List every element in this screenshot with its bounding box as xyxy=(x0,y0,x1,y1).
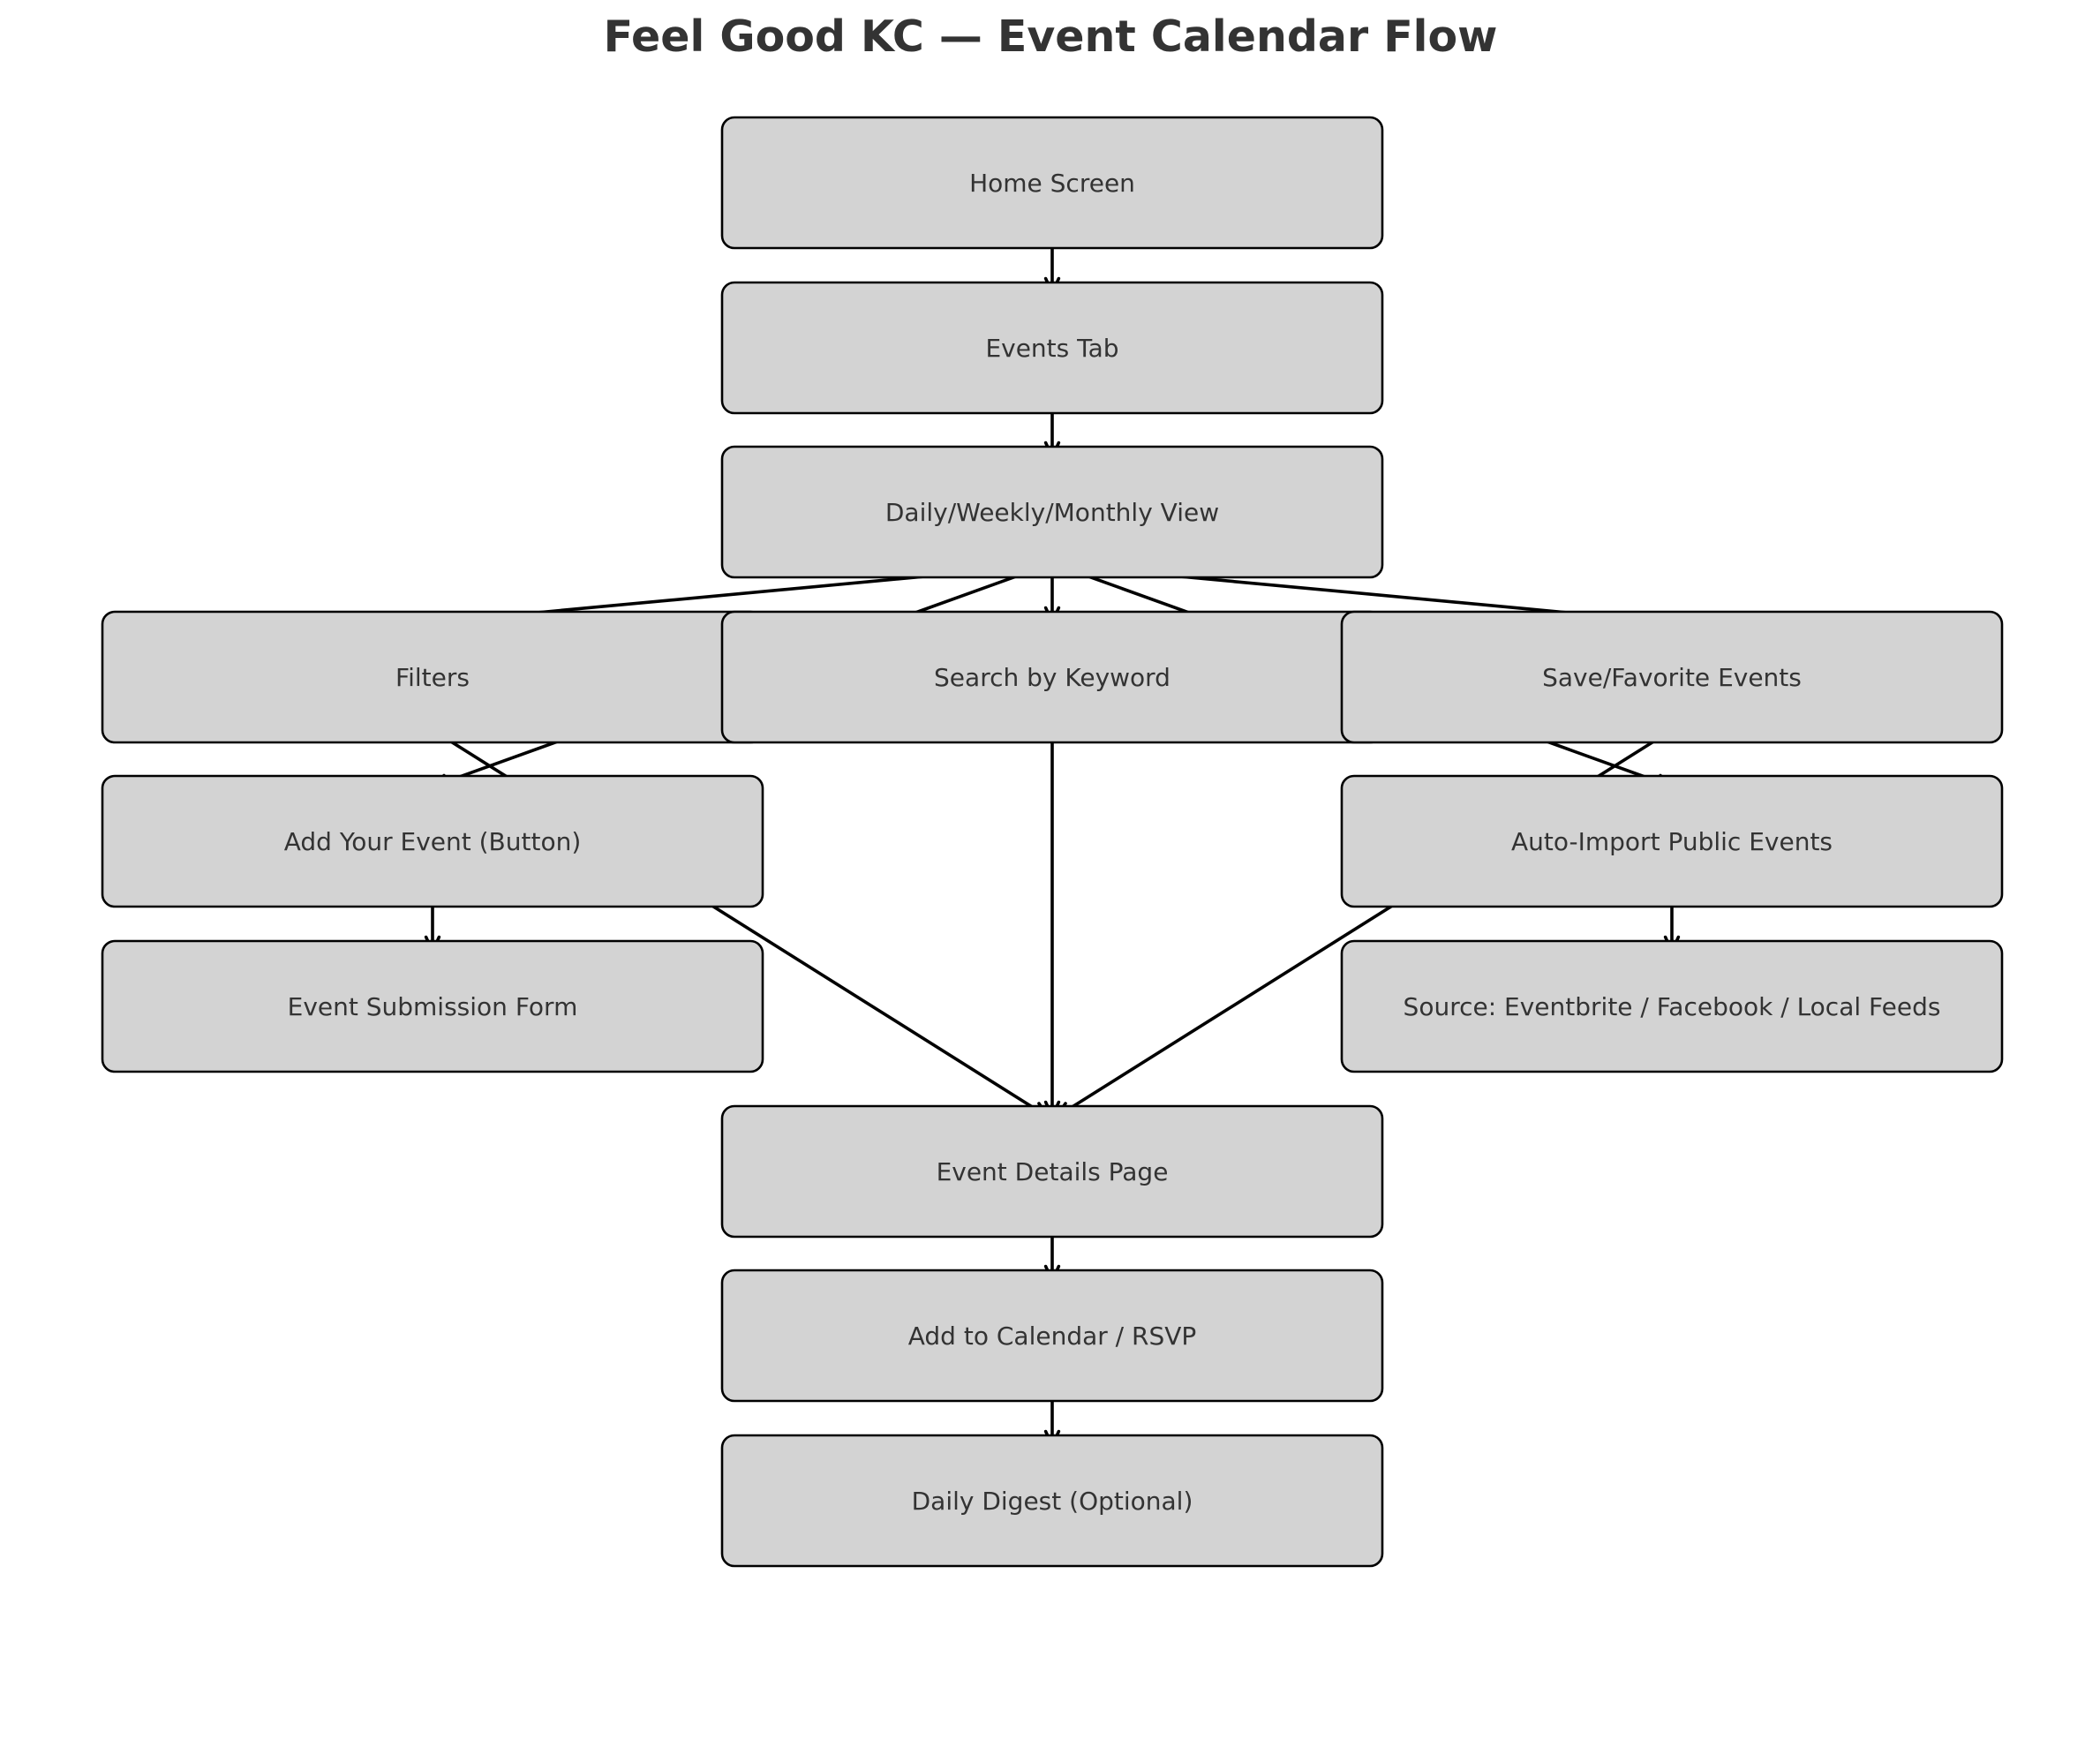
node-home: Home Screen xyxy=(720,116,1384,250)
node-label: Events Tab xyxy=(985,334,1118,363)
node-search: Search by Keyword xyxy=(720,610,1384,744)
node-box xyxy=(1340,610,2004,744)
node-details: Event Details Page xyxy=(720,1104,1384,1239)
node-box xyxy=(1340,774,2004,908)
node-label: Search by Keyword xyxy=(934,663,1170,692)
node-box xyxy=(720,445,1384,579)
node-rsvp: Add to Calendar / RSVP xyxy=(720,1269,1384,1403)
node-box xyxy=(1340,939,2004,1073)
node-label: Event Details Page xyxy=(937,1157,1169,1186)
node-label: Source: Eventbrite / Facebook / Local Fe… xyxy=(1404,992,1941,1021)
node-label: Daily Digest (Optional) xyxy=(912,1487,1193,1516)
node-label: Add Your Event (Button) xyxy=(284,827,582,856)
node-add-event: Add Your Event (Button) xyxy=(101,774,764,908)
node-box xyxy=(720,1434,1384,1568)
node-source: Source: Eventbrite / Facebook / Local Fe… xyxy=(1340,939,2004,1073)
edge-search-to-details xyxy=(1043,730,1061,1118)
node-submission: Event Submission Form xyxy=(101,939,764,1073)
node-box xyxy=(101,774,764,908)
node-auto-import: Auto-Import Public Events xyxy=(1340,774,2004,908)
node-events-tab: Events Tab xyxy=(720,281,1384,415)
node-label: Home Screen xyxy=(969,169,1135,198)
node-view: Daily/Weekly/Monthly View xyxy=(720,445,1384,579)
node-box xyxy=(720,1104,1384,1239)
node-box xyxy=(720,1269,1384,1403)
node-box xyxy=(101,939,764,1073)
node-label: Save/Favorite Events xyxy=(1542,663,1802,692)
node-label: Event Submission Form xyxy=(288,992,578,1021)
node-box xyxy=(720,116,1384,250)
diagram-title: Feel Good KC — Event Calendar Flow xyxy=(604,11,1498,62)
node-label: Daily/Weekly/Monthly View xyxy=(885,498,1219,527)
node-filters: Filters xyxy=(101,610,764,744)
node-label: Auto-Import Public Events xyxy=(1511,827,1833,856)
node-label: Add to Calendar / RSVP xyxy=(908,1322,1197,1351)
node-label: Filters xyxy=(395,663,470,692)
node-box xyxy=(720,281,1384,415)
node-save: Save/Favorite Events xyxy=(1340,610,2004,744)
node-digest: Daily Digest (Optional) xyxy=(720,1434,1384,1568)
